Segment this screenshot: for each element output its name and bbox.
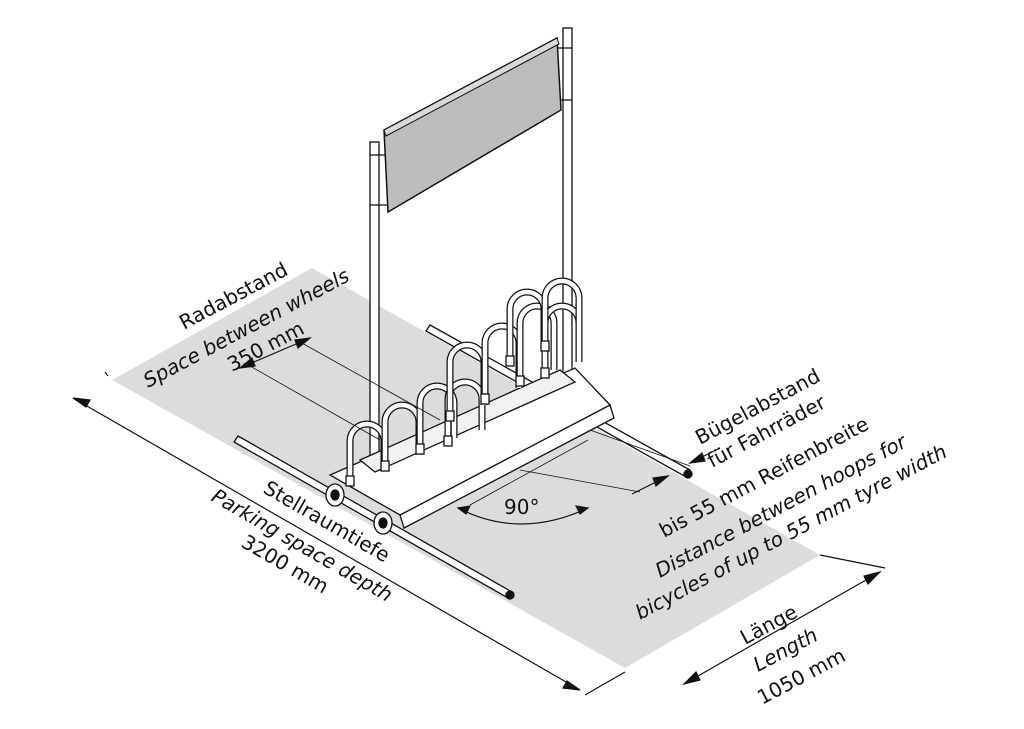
hoop-clamp (540, 367, 550, 379)
hoop-outline (506, 288, 548, 360)
hoop-clamp (505, 355, 515, 367)
hoop-clamp (345, 475, 355, 487)
castor-wheels (325, 483, 393, 535)
angle-indicator (456, 439, 590, 525)
castor-wheel-left (325, 483, 345, 507)
castor-wheel-right (373, 511, 393, 535)
right-sign-post (562, 27, 573, 421)
bicycle-hoops (345, 277, 583, 487)
wheel-spacing-dimension (238, 337, 441, 441)
hoop-fill (542, 278, 582, 345)
base-beam-inner (358, 369, 577, 473)
hoop-clamp (380, 460, 390, 472)
hoop-fill (517, 303, 557, 380)
rack-base-frame (328, 367, 615, 529)
length-dimension (682, 554, 886, 686)
hoop-clamp (443, 435, 453, 447)
depth-dimension (72, 371, 626, 696)
sign-board (383, 36, 562, 214)
hoop-outline (541, 302, 583, 372)
hoop-clamp (415, 443, 425, 455)
left-sign-post (369, 141, 380, 491)
hoop-clamp (515, 375, 525, 387)
hoop-spacing-dimension (519, 429, 721, 495)
hoop-clamp (540, 340, 550, 352)
label-angle: 90° (504, 495, 539, 519)
hoop-clamp (445, 410, 455, 422)
hoop-clamp (480, 393, 490, 405)
